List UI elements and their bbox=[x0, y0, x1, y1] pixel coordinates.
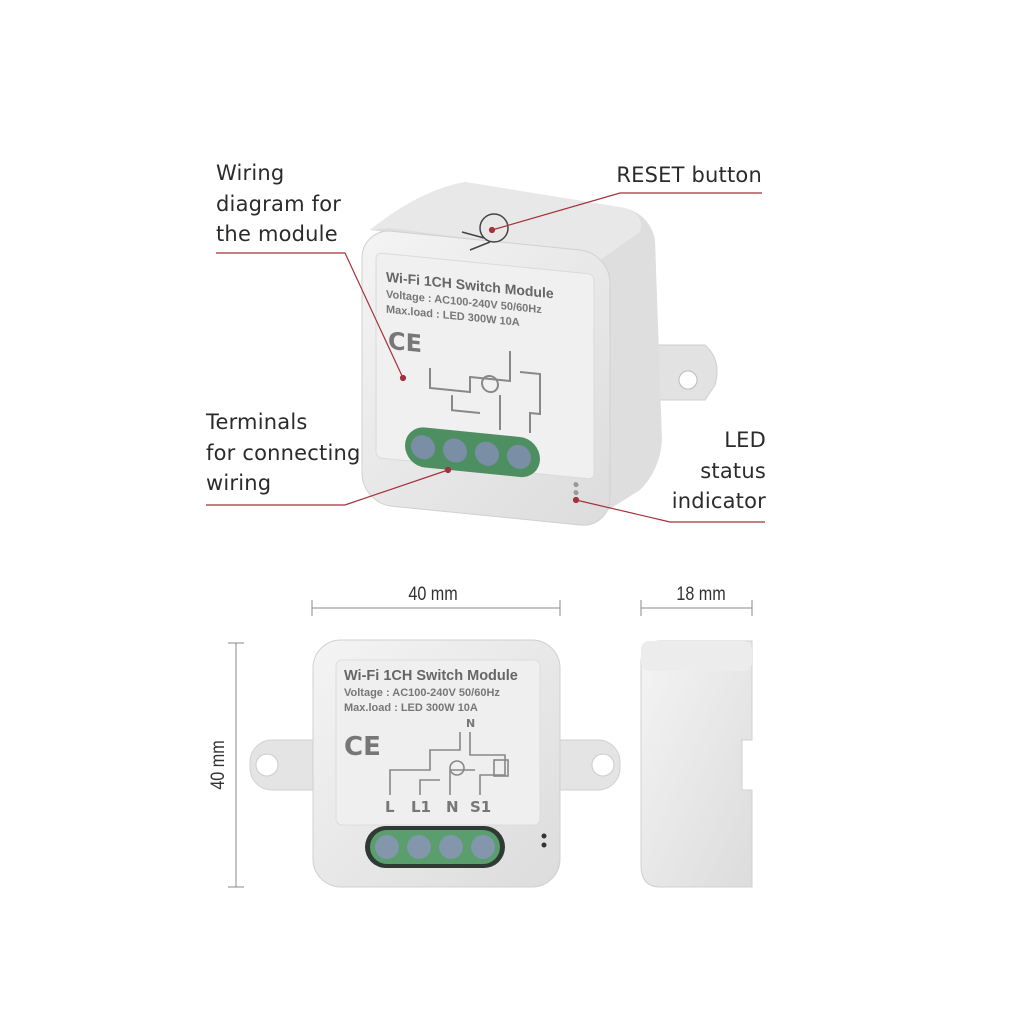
module-perspective-view: Wi-Fi 1CH Switch Module Voltage : AC100-… bbox=[361, 182, 718, 526]
module-side-view bbox=[640, 640, 753, 888]
front-terminal-n: N bbox=[446, 798, 459, 816]
callout-led-indicator: LED status indicator bbox=[672, 425, 766, 517]
ce-mark: CE bbox=[388, 327, 422, 358]
terminal-block bbox=[405, 427, 540, 478]
callout-text: diagram for bbox=[216, 191, 342, 216]
depth-dimension-label: 18 mm bbox=[676, 584, 726, 605]
n-marker: N bbox=[466, 717, 475, 730]
front-label-voltage: Voltage : AC100-240V 50/60Hz bbox=[344, 687, 500, 699]
front-terminal-l1: L1 bbox=[411, 798, 431, 816]
callout-text: LED bbox=[724, 428, 766, 452]
module-front-view: Wi-Fi 1CH Switch Module Voltage : AC100-… bbox=[249, 639, 621, 888]
callout-text: Terminals bbox=[206, 410, 308, 434]
width-dimension-label: 40 mm bbox=[408, 584, 458, 605]
callout-text: RESET button bbox=[616, 163, 762, 187]
callout-text: the module bbox=[216, 222, 338, 246]
front-terminal-l: L bbox=[385, 798, 395, 816]
height-dimension-label: 40 mm bbox=[208, 740, 230, 790]
front-terminal-block bbox=[370, 830, 500, 864]
reset-button bbox=[479, 213, 509, 243]
callout-text: status bbox=[700, 458, 766, 483]
front-label-title: Wi-Fi 1CH Switch Module bbox=[344, 668, 518, 684]
callout-wiring-diagram: Wiring diagram for the module bbox=[216, 158, 341, 250]
callout-reset-button: RESET button bbox=[616, 160, 762, 191]
callout-text: for connecting bbox=[206, 440, 361, 465]
callout-text: indicator bbox=[671, 489, 766, 513]
wiring-diagram bbox=[389, 732, 506, 795]
callout-text: wiring bbox=[206, 471, 272, 495]
dimension-lines bbox=[228, 600, 753, 888]
led-indicator bbox=[573, 490, 579, 496]
front-terminal-s1: S1 bbox=[470, 798, 491, 816]
callout-lines bbox=[206, 192, 765, 523]
callout-text: Wiring bbox=[216, 161, 285, 185]
front-label-max-load: Max.load : LED 300W 10A bbox=[344, 702, 478, 714]
callout-terminals: Terminals for connecting wiring bbox=[206, 407, 361, 499]
front-ce-mark: CE bbox=[344, 732, 381, 762]
